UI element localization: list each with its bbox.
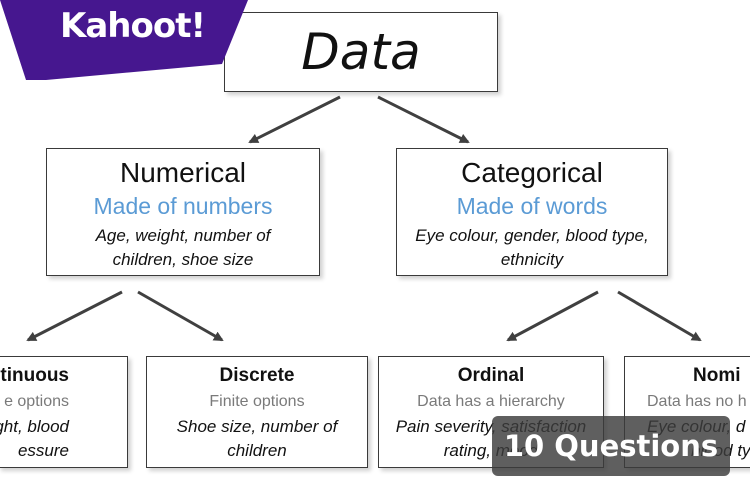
numerical-examples: Age, weight, number of children, shoe si… <box>47 224 319 272</box>
categorical-title: Categorical <box>461 157 603 188</box>
numerical-box: Numerical Made of numbers Age, weight, n… <box>46 148 320 276</box>
continuous-title: tinuous <box>0 365 69 386</box>
categorical-box: Categorical Made of words Eye colour, ge… <box>396 148 668 276</box>
categorical-examples-line1: Eye colour, gender, blood type, <box>415 226 649 245</box>
arrow-numerical-to-continuous <box>26 290 123 342</box>
logo-text: Kahoot! <box>60 6 206 46</box>
categorical-examples: Eye colour, gender, blood type, ethnicit… <box>397 224 667 272</box>
numerical-examples-line2: children, shoe size <box>112 250 254 269</box>
nominal-title: Nomi <box>693 365 741 386</box>
kahoot-logo: Kahoot! <box>0 0 248 80</box>
data-root-box: Data <box>224 12 498 92</box>
continuous-subtitle: e options <box>4 393 69 410</box>
arrow-categorical-to-nominal <box>617 290 702 342</box>
arrow-categorical-to-ordinal <box>506 290 599 342</box>
ordinal-title: Ordinal <box>457 365 525 386</box>
numerical-title: Numerical <box>119 157 247 188</box>
arrow-data-to-categorical <box>377 95 470 144</box>
discrete-examples-line2: children <box>227 441 287 460</box>
numerical-examples-line1: Age, weight, number of <box>95 226 271 245</box>
categorical-examples-line2: ethnicity <box>500 250 564 269</box>
discrete-box: Discrete Finite options Shoe size, numbe… <box>146 356 368 468</box>
continuous-examples-line2: essure <box>17 441 69 460</box>
continuous-examples: ight, blood essure <box>0 415 69 463</box>
questions-count-badge: 10 Questions <box>492 416 730 476</box>
logo-banner-shape <box>0 0 248 80</box>
continuous-examples-line1: ight, blood <box>0 417 69 436</box>
numerical-subtitle: Made of numbers <box>93 193 273 219</box>
discrete-subtitle: Finite options <box>209 393 305 410</box>
categorical-subtitle: Made of words <box>456 193 608 219</box>
data-root-title: Data <box>301 23 421 81</box>
arrow-data-to-numerical <box>248 95 341 144</box>
arrow-numerical-to-discrete <box>137 290 224 342</box>
ordinal-subtitle: Data has a hierarchy <box>417 393 565 410</box>
nominal-subtitle: Data has no h <box>647 393 747 410</box>
discrete-examples-line1: Shoe size, number of <box>176 417 338 436</box>
discrete-examples: Shoe size, number of children <box>147 415 367 463</box>
continuous-box: tinuous e options ight, blood essure <box>0 356 128 468</box>
discrete-title: Discrete <box>219 365 295 386</box>
